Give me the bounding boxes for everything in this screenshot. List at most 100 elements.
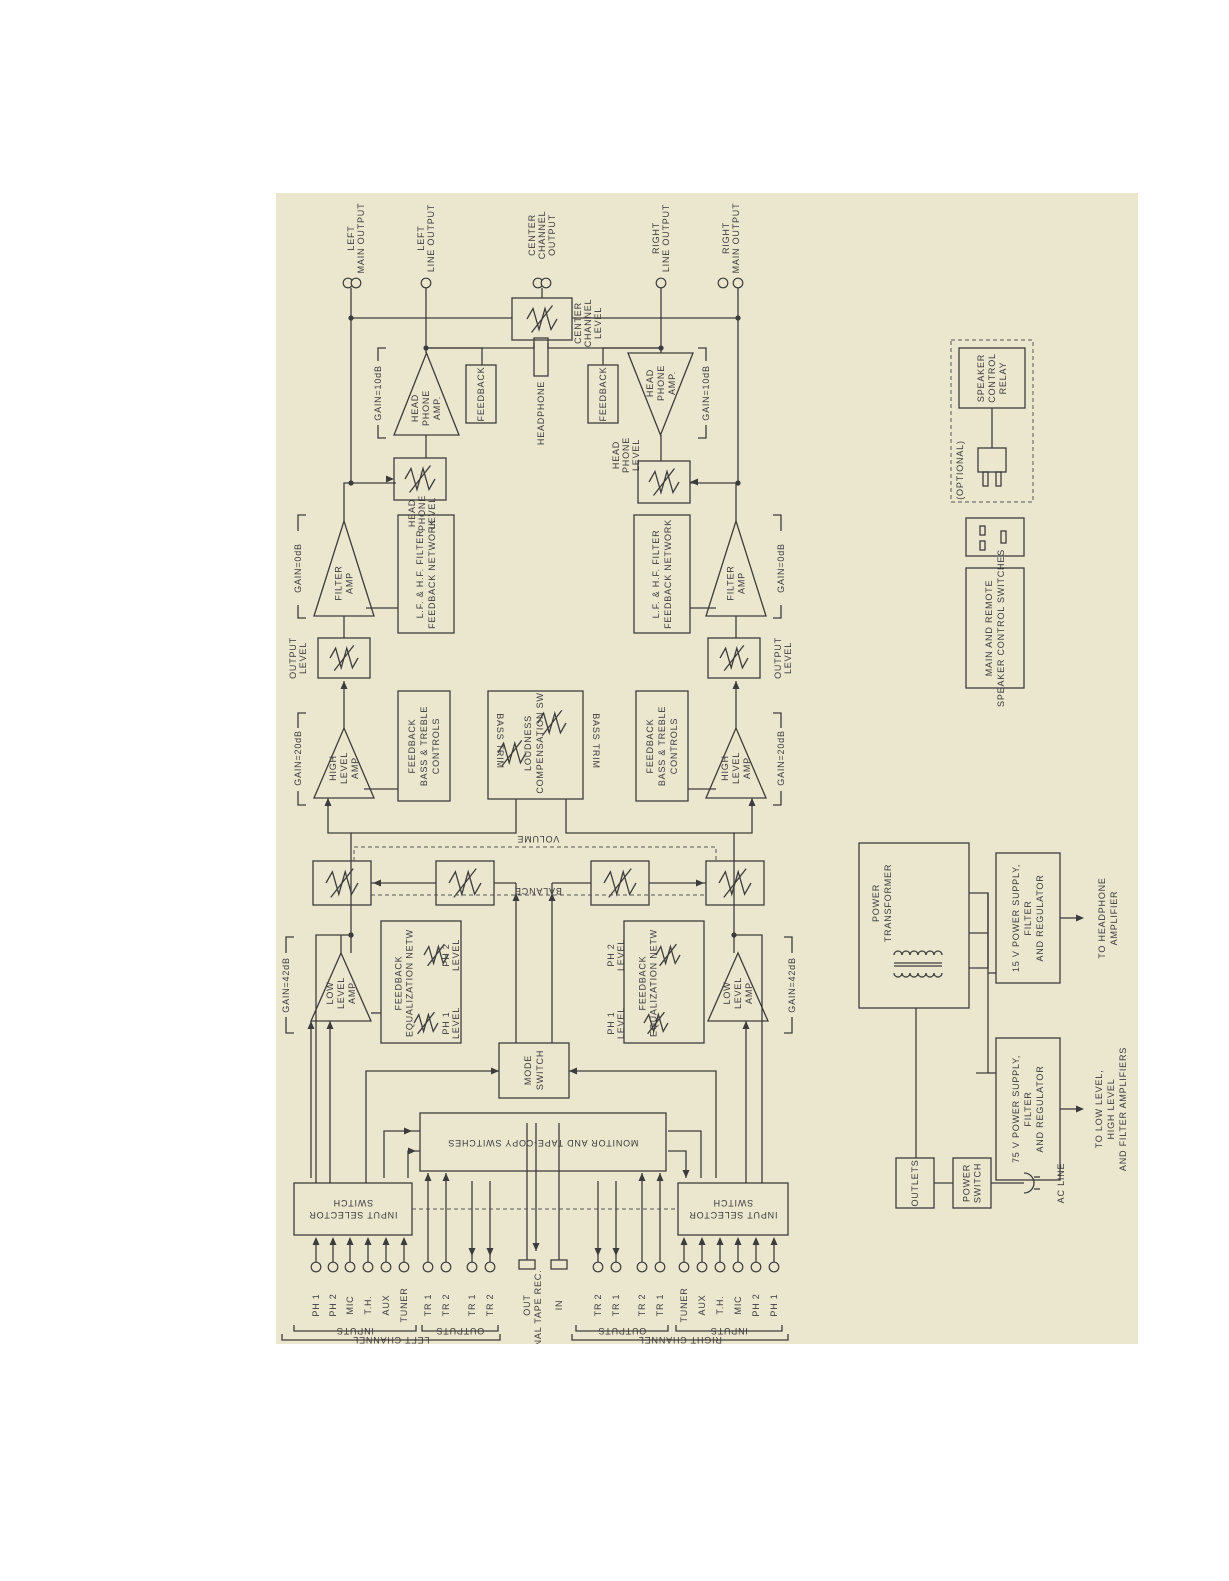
output-label: TR 2 xyxy=(441,1294,451,1317)
arrow-icon xyxy=(638,1173,646,1181)
output-label: TR 1 xyxy=(423,1294,433,1317)
outlets-label: OUTLETS xyxy=(910,1159,920,1206)
right-low-gain-label: GAIN=42dB xyxy=(787,957,797,1012)
left-headphone-gain-label-text: GAIN=10dB xyxy=(373,365,383,420)
input-label: PH 2 xyxy=(751,1293,761,1316)
arrow-icon xyxy=(486,1248,494,1256)
diagram-panel: PH 1 PH 2 MIC T.H. AUX TUNER TR 1 TR 2 TR 1 TR 2 T… xyxy=(276,193,1138,1344)
input-label: TUNER xyxy=(399,1288,409,1323)
output-jack xyxy=(484,1261,496,1273)
optional-label-text: (OPTIONAL) xyxy=(955,440,965,500)
arrow-icon xyxy=(468,1248,476,1256)
bass-trim-1-label-text: BASS TRIM xyxy=(495,713,505,769)
output-jack xyxy=(592,1261,604,1273)
outputs-bracket xyxy=(421,1325,499,1332)
gain-bracket xyxy=(784,1017,793,1034)
output-label: TR 2 xyxy=(485,1294,495,1317)
left-low-level-amp-label: LOWLEVELAMP xyxy=(325,977,357,1009)
right-high-level-amp-label-text: HIGHLEVELAMP xyxy=(720,752,752,784)
input-label: PH 1 xyxy=(311,1293,321,1316)
volume-gang-link xyxy=(353,846,717,861)
left-low-gain-label: GAIN=42dB xyxy=(281,957,291,1012)
arrow-icon xyxy=(424,1173,432,1181)
output-label-text: TR 1 xyxy=(611,1294,621,1317)
tape-out-label-text: OUT xyxy=(522,1294,532,1315)
arrow-icon xyxy=(512,893,520,901)
arrow-icon xyxy=(340,681,348,689)
left-high-level-amp-label-text: HIGHLEVELAMP xyxy=(328,752,360,784)
left-main-output-label: LEFTMAIN OUTPUT xyxy=(346,203,366,274)
left-feedback-label: FEEDBACK xyxy=(476,367,486,422)
right-eq-network-label-text: FEEDBACKEQUALIZATION NETW xyxy=(638,929,659,1037)
socket-pin xyxy=(979,525,986,536)
output-label: TR 2 xyxy=(637,1294,647,1317)
right-low-level-amp xyxy=(707,951,769,1022)
volume-label-text: VOLUME xyxy=(517,834,560,844)
right-main-output-label: RIGHTMAIN OUTPUT xyxy=(721,203,741,274)
input-label-text: TUNER xyxy=(399,1288,409,1323)
input-label: PH 1 xyxy=(769,1293,779,1316)
input-label-text: MIC xyxy=(345,1296,355,1315)
right-headphone-amp-label-text: HEADPHONEAMP. xyxy=(645,365,677,401)
right-tone-controls xyxy=(635,690,689,802)
gain-bracket xyxy=(698,425,707,439)
monitor-switches-label-text: MONITOR AND TAPE-COPY SWITCHES xyxy=(448,1138,639,1148)
left-filter-gain-label: GAIN=0dB xyxy=(293,543,303,593)
wiper-line xyxy=(608,868,632,898)
output-label-text: TR 1 xyxy=(655,1294,665,1317)
input-label: PH 2 xyxy=(328,1293,338,1316)
bass-trim-2-label-text: BASS TRIM xyxy=(591,713,601,769)
arrow-icon xyxy=(324,798,332,806)
center-output-jack xyxy=(540,277,552,289)
arrow-icon xyxy=(569,1067,577,1075)
input-label: T.H. xyxy=(715,1295,725,1314)
input-jack xyxy=(750,1261,762,1273)
outputs-group-label-text: OUTPUTS xyxy=(436,1326,485,1336)
right-line-output-label: RIGHTLINE OUTPUT xyxy=(651,204,671,272)
right-volume-to-amp xyxy=(733,798,753,848)
arrow-icon xyxy=(346,1237,354,1245)
gain-bracket xyxy=(773,605,782,619)
input-jack xyxy=(678,1261,690,1273)
left-feedback-box xyxy=(465,364,497,424)
left-filter-gain-label-text: GAIN=0dB xyxy=(293,543,303,593)
right-headphone-gain-label-text: GAIN=10dB xyxy=(701,365,711,420)
left-headphone-amp-label-text: HEADPHONEAMP. xyxy=(410,390,442,426)
ac-plug-icon xyxy=(1023,1172,1035,1194)
right-channel-bracket xyxy=(571,1334,789,1341)
wiper-line xyxy=(652,468,676,496)
left-amp-feed xyxy=(315,934,352,1183)
left-filter-amp-label: FILTERAMP xyxy=(334,565,355,600)
input-label-text: AUX xyxy=(697,1295,707,1316)
right-headphone-gain-label: GAIN=10dB xyxy=(701,365,711,420)
arrow-icon xyxy=(364,1237,372,1245)
left-headphone-gain-label: GAIN=10dB xyxy=(373,365,383,420)
right-eq-network xyxy=(623,920,705,1044)
output-jack xyxy=(610,1261,622,1273)
arrow-icon xyxy=(594,1248,602,1256)
arrow-icon xyxy=(698,1237,706,1245)
output-label: TR 1 xyxy=(655,1294,665,1317)
output-label-text: TR 2 xyxy=(593,1294,603,1317)
left-to-mode xyxy=(365,1070,499,1183)
arrow-icon xyxy=(548,893,556,901)
input-label-text: PH 2 xyxy=(328,1293,338,1316)
right-low-gain-label-text: GAIN=42dB xyxy=(787,957,797,1012)
arrow-icon xyxy=(680,1237,688,1245)
output-label-text: TR 1 xyxy=(467,1294,477,1317)
input-jack xyxy=(398,1261,410,1273)
left-tone-controls xyxy=(397,690,451,802)
power-switch-label: POWERSWITCH xyxy=(962,1163,983,1203)
wiper-line xyxy=(501,740,523,766)
right-output-level-pot xyxy=(707,637,761,679)
arrow-icon xyxy=(716,1237,724,1245)
